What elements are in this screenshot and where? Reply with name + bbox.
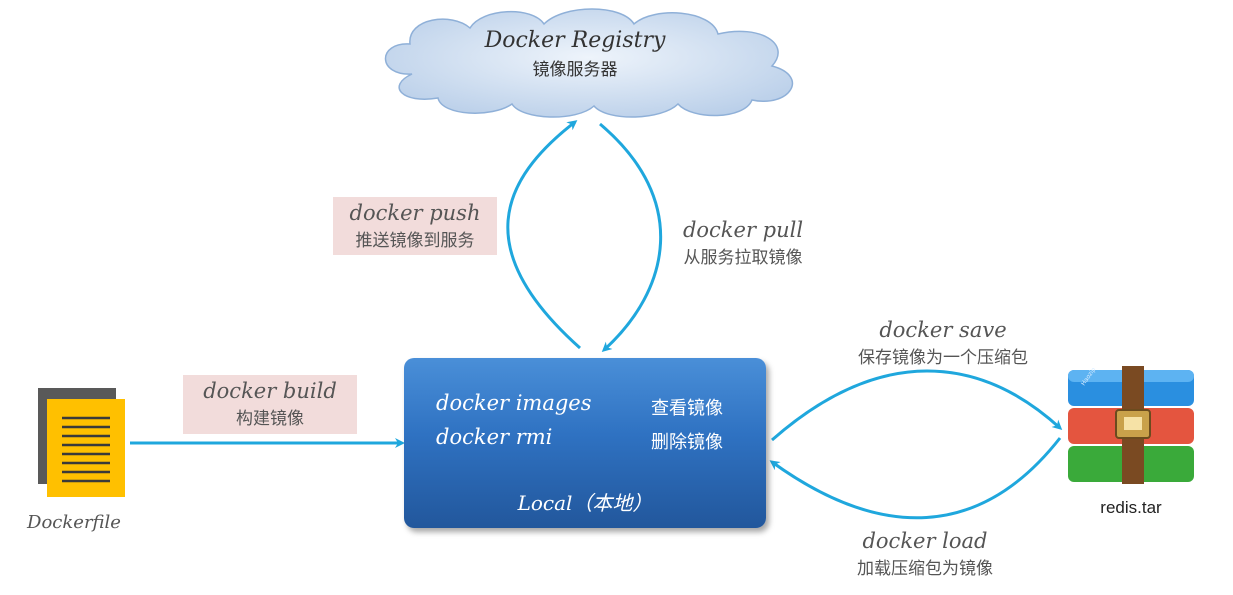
local-label: Local（本地） [517, 491, 653, 515]
push-command: docker push [349, 201, 481, 225]
local-row-command: docker images [436, 391, 592, 415]
local-row-description: 删除镜像 [651, 432, 723, 453]
save-description: 保存镜像为一个压缩包 [858, 348, 1028, 368]
local-box: docker images 查看镜像 docker rmi 删除镜像 Local… [404, 358, 766, 528]
pull-arrow [599, 122, 662, 353]
push-description: 推送镜像到服务 [355, 231, 475, 251]
build-label: docker build 构建镜像 [183, 375, 357, 434]
registry-subtitle: 镜像服务器 [532, 60, 618, 80]
dockerfile-label: Dockerfile [27, 512, 121, 533]
pull-label: docker pull 从服务拉取镜像 [668, 218, 818, 268]
registry-label: Docker Registry 镜像服务器 [440, 28, 710, 80]
dockerfile-document-icon [38, 388, 125, 497]
save-command: docker save [879, 318, 1007, 342]
pull-command: docker pull [682, 218, 804, 242]
load-label: docker load 加载压缩包为镜像 [830, 529, 1020, 579]
local-row-description: 查看镜像 [651, 398, 723, 419]
registry-cloud-icon [384, 8, 794, 118]
registry-title: Docker Registry [484, 28, 666, 53]
save-arrow [771, 369, 1063, 442]
load-description: 加载压缩包为镜像 [857, 559, 993, 579]
winrar-archive-icon: Haozip [1068, 366, 1194, 484]
push-label: docker push 推送镜像到服务 [333, 197, 497, 255]
load-arrow [769, 437, 1062, 520]
local-row-command: docker rmi [436, 425, 553, 449]
pull-description: 从服务拉取镜像 [683, 248, 803, 268]
push-arrow [506, 120, 581, 350]
build-command: docker build [203, 379, 337, 403]
load-command: docker load [862, 529, 988, 553]
archive-label: redis.tar [1100, 498, 1162, 517]
build-description: 构建镜像 [236, 409, 304, 429]
save-label: docker save 保存镜像为一个压缩包 [830, 318, 1056, 368]
